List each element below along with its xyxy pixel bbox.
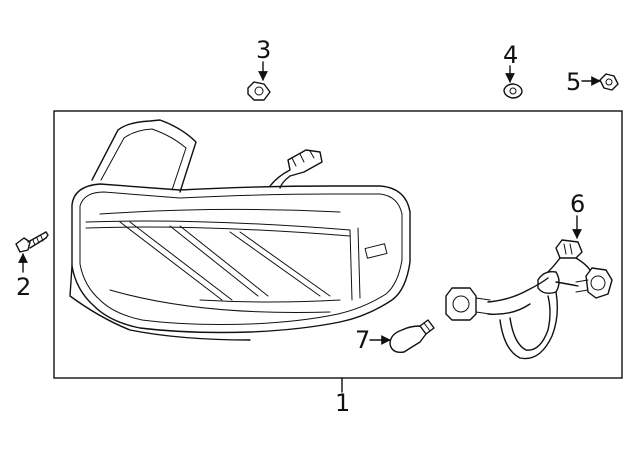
callout-4: 4: [503, 41, 518, 69]
callout-5: 5: [566, 68, 581, 96]
callout-7: 7: [355, 326, 370, 354]
nut-part-3: [247, 81, 271, 101]
grommet-part-4: [503, 83, 523, 99]
wiring-harness: [445, 239, 613, 360]
callout-6: 6: [570, 190, 585, 218]
screw-part-2: [15, 231, 49, 253]
assembly-frame: [53, 110, 623, 379]
bulb-part-7: [389, 319, 435, 354]
callout-2: 2: [16, 273, 31, 301]
rivet-part-5: [599, 73, 619, 91]
callout-3: 3: [256, 36, 271, 64]
callout-1: 1: [335, 389, 350, 417]
tail-lamp-assembly: [69, 119, 411, 341]
leader-lines: [18, 61, 601, 393]
